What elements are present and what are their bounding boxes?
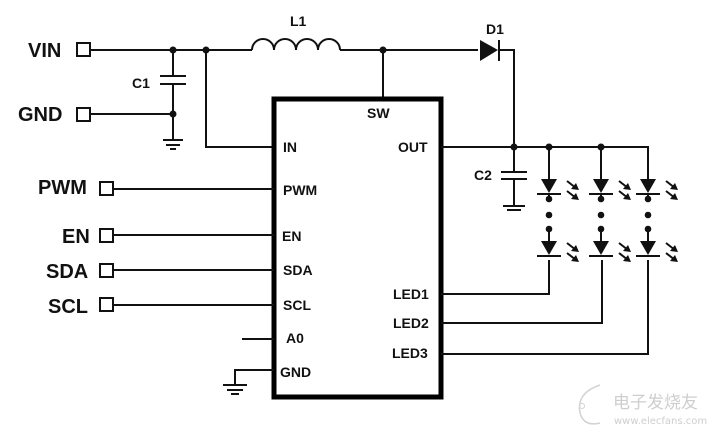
c2-label: C2: [474, 167, 492, 183]
watermark-url: www.elecfans.com: [614, 416, 707, 427]
led-1-bottom-arrowhead-icon: [571, 245, 579, 252]
led-2-top-arrowhead-icon: [623, 183, 631, 190]
led3-wire: [441, 260, 649, 355]
pin-en: EN: [282, 228, 301, 244]
led-3-bottom-arrowhead-icon: [670, 245, 678, 252]
inductor-l1: [251, 38, 478, 51]
led-3-top-arrowhead-icon: [670, 183, 678, 190]
led-2-bottom: [593, 241, 609, 255]
out-wire: [441, 146, 649, 165]
scl-terminal-label: SCL: [48, 296, 88, 318]
in-wire: [205, 50, 274, 148]
sda-terminal-pad: [99, 263, 114, 278]
pin-gnd: GND: [280, 364, 311, 380]
pin-led3: LED3: [392, 345, 428, 361]
pin-a0: A0: [286, 330, 304, 346]
watermark-text: 电子发烧友: [613, 393, 698, 413]
led-1-bottom-arrowhead-icon: [571, 255, 579, 262]
led-strings: [537, 147, 678, 262]
led-string-3-ellipsis-dot: [644, 211, 652, 219]
pin-sw: SW: [367, 105, 390, 121]
capacitor-c2: [501, 147, 527, 205]
led2-wire: [441, 260, 603, 324]
led-string-1-ellipsis-dot: [545, 211, 553, 219]
led-string-3-ellipsis-dot: [644, 195, 652, 203]
ground-icon: [163, 139, 183, 150]
led-3-top: [640, 179, 656, 193]
led-2-bottom-arrowhead-icon: [623, 245, 631, 252]
led-string-2-ellipsis-dot: [597, 195, 605, 203]
diode-d1: [480, 40, 498, 61]
chip-gnd-wire: [234, 369, 274, 384]
en-terminal-label: EN: [62, 226, 90, 248]
inductor-label: L1: [290, 13, 307, 29]
led-3-top-arrowhead-icon: [670, 193, 678, 200]
gnd-terminal-pad: [76, 107, 91, 122]
watermark: 电子发烧友 www.elecfans.com: [578, 384, 707, 427]
led-2-bottom-arrowhead-icon: [623, 255, 631, 262]
scl-terminal-pad: [99, 297, 114, 312]
chip-ground-icon: [223, 384, 247, 395]
vin-terminal-pad: [76, 42, 91, 57]
led-1-top: [541, 179, 557, 193]
led-string-2-ellipsis-dot: [597, 211, 605, 219]
sda-terminal-label: SDA: [46, 261, 88, 283]
led-3-bottom-arrowhead-icon: [670, 255, 678, 262]
en-terminal-pad: [99, 228, 114, 243]
led-string-1-ellipsis-dot: [545, 195, 553, 203]
pin-sda: SDA: [283, 262, 313, 278]
led-1-top-arrowhead-icon: [571, 183, 579, 190]
led-1-bottom: [541, 241, 557, 255]
led-1-top-arrowhead-icon: [571, 193, 579, 200]
ic-chip: [271, 96, 444, 400]
pin-led2: LED2: [393, 315, 429, 331]
pwm-terminal-pad: [99, 181, 114, 196]
pin-out: OUT: [398, 139, 428, 155]
c1-label: C1: [132, 75, 150, 91]
led1-wire: [441, 260, 550, 295]
capacitor-c1: [160, 50, 186, 139]
watermark-logo-icon: [578, 384, 601, 425]
led-2-top-arrowhead-icon: [623, 193, 631, 200]
pin-scl: SCL: [283, 297, 311, 313]
led-2-top: [593, 179, 609, 193]
led-3-bottom: [640, 241, 656, 255]
watermark-logo-dot: [579, 403, 585, 409]
vin-terminal-label: VIN: [28, 40, 61, 62]
pin-pwm: PWM: [283, 182, 317, 198]
diode-label: D1: [486, 21, 504, 37]
diode-out-wire: [499, 49, 515, 147]
pwm-terminal-label: PWM: [38, 177, 87, 199]
gnd-terminal-label: GND: [18, 104, 62, 126]
pin-in: IN: [283, 139, 297, 155]
c2-ground-icon: [503, 205, 525, 211]
pin-led1: LED1: [393, 286, 429, 302]
